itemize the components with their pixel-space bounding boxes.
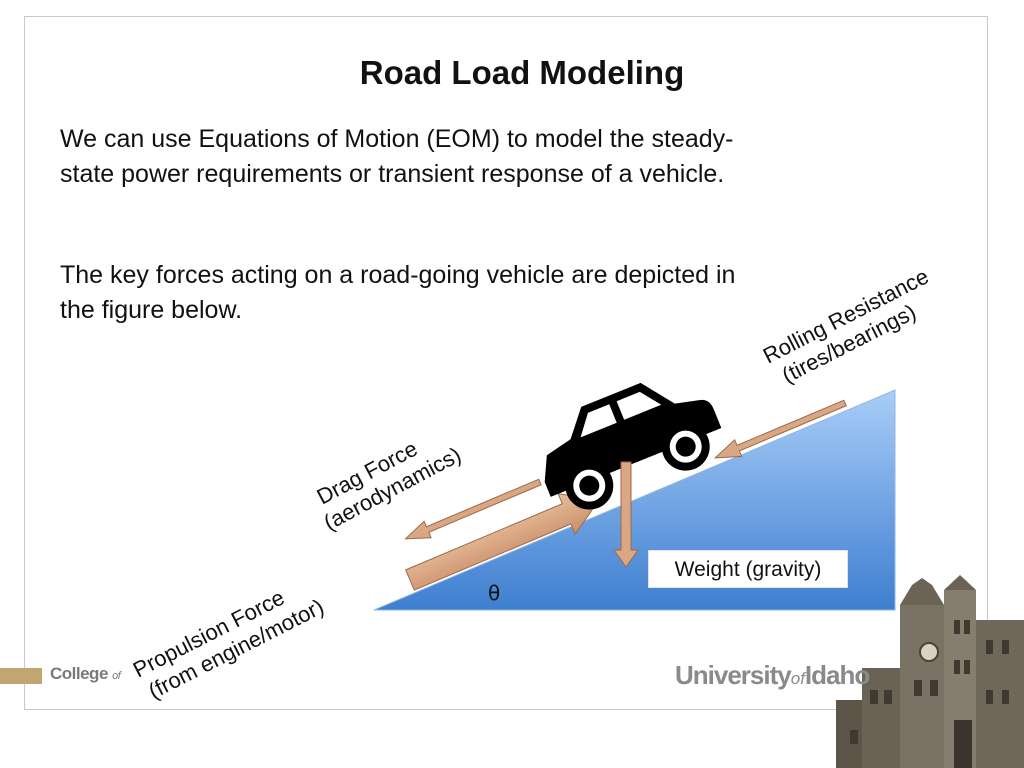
propulsion-force-arrow xyxy=(405,492,600,591)
intro-paragraph: We can use Equations of Motion (EOM) to … xyxy=(60,125,734,188)
weight-force-arrow xyxy=(613,461,639,568)
slide-frame xyxy=(24,16,988,710)
car-rear-window xyxy=(580,404,617,438)
slide-title: Road Load Modeling xyxy=(359,54,685,91)
drag-force-arrow xyxy=(404,478,542,540)
car-front-window xyxy=(616,391,662,420)
propulsion-force-label: Propulsion Force (from engine/motor) xyxy=(129,571,328,706)
rolling-resistance-arrow xyxy=(713,399,847,459)
weight-gravity-label: Weight (gravity) xyxy=(648,550,848,588)
footer-accent-bar xyxy=(0,668,42,684)
university-logo-right: Idaho xyxy=(804,660,870,690)
angle-theta-label: θ xyxy=(488,581,500,605)
forces-paragraph: The key forces acting on a road-going ve… xyxy=(60,261,736,324)
car-icon xyxy=(544,382,722,510)
rolling-resistance-label: Rolling Resistance (tires/bearings) xyxy=(759,261,950,392)
campus-building-illustration xyxy=(836,575,1024,768)
university-logo-of: of xyxy=(790,669,805,688)
college-logo: College of xyxy=(50,664,121,684)
college-label-text: College xyxy=(50,664,108,683)
college-label-suffix: of xyxy=(112,670,121,682)
university-of-idaho-logo: UniversityofIdaho xyxy=(675,660,870,691)
drag-force-label: Drag Force (aerodynamics) xyxy=(307,419,465,535)
university-logo-left: University xyxy=(675,660,792,690)
